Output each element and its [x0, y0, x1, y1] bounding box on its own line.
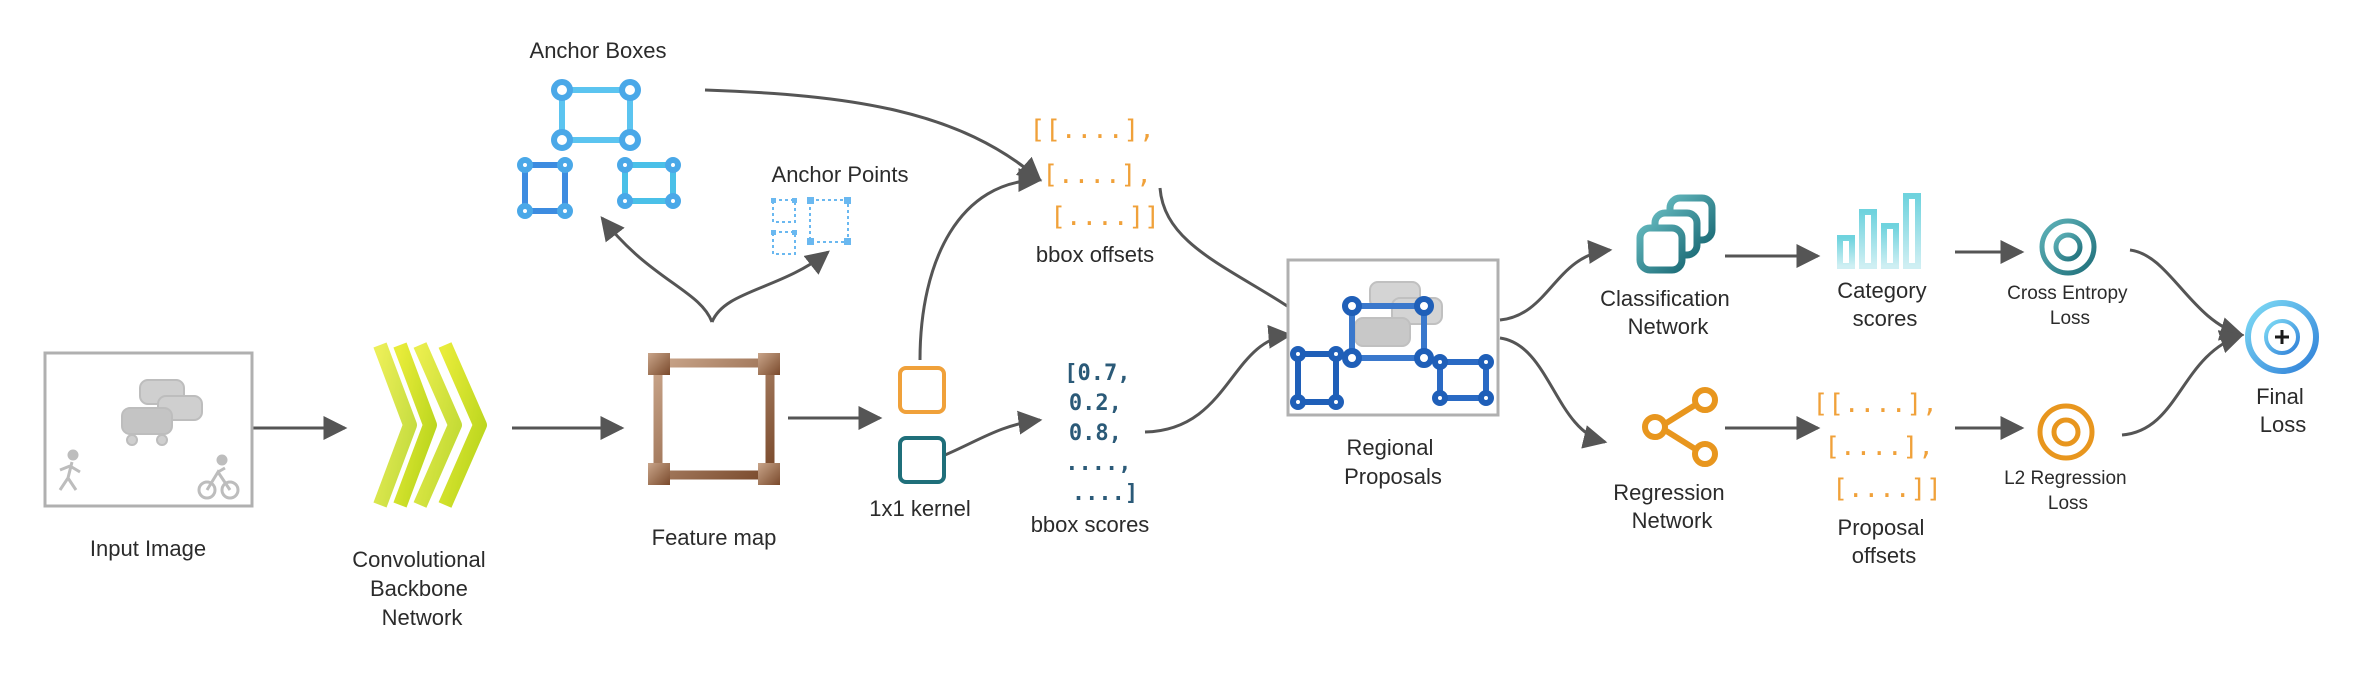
- final-loss-line1: Final: [2256, 384, 2304, 409]
- cross-entropy-loss-node: Cross Entropy Loss: [2007, 218, 2133, 329]
- stacked-squares-icon: [1636, 194, 1716, 274]
- proposal-offsets-values: [[....], [....], [....]]: [1813, 389, 1954, 504]
- anchor-points-icon: [772, 199, 849, 255]
- kernel-node: 1x1 kernel: [869, 366, 971, 521]
- bar-chart-icon: [1832, 193, 1924, 269]
- anchor-points-label: Anchor Points: [772, 162, 909, 187]
- anchor-points-node: Anchor Points: [771, 162, 909, 255]
- regression-network-label: Regression Network: [1613, 480, 1730, 533]
- category-scores-node: Category scores: [1832, 193, 1932, 331]
- bbox-offsets-label: bbox offsets: [1036, 242, 1154, 267]
- arrow-feature-to-anchor-points: [710, 250, 830, 323]
- classification-network-node: Classification Network: [1600, 194, 1736, 339]
- final-loss-node: Final Loss: [2245, 300, 2319, 437]
- arrow-anchorboxes-to-offsets: [704, 88, 1042, 182]
- backbone-label: Convolutional Backbone Network: [352, 547, 491, 630]
- regression-network-node: Regression Network: [1613, 387, 1730, 533]
- arrow-feature-to-anchor-boxes: [600, 216, 714, 323]
- share-nodes-icon: [1642, 387, 1718, 467]
- kernel-offset-square: [898, 366, 946, 414]
- backbone-node: Convolutional Backbone Network: [352, 342, 491, 630]
- arrow-proposals-to-regression: [1499, 336, 1608, 449]
- bbox-offsets-line3: [....]]: [1050, 202, 1160, 232]
- anchor-boxes-node: Anchor Boxes: [517, 38, 681, 219]
- anchor-boxes-icon: [517, 79, 681, 219]
- proposals-boxes-icon: [1290, 296, 1494, 410]
- regional-proposals-line2: Proposals: [1344, 464, 1442, 489]
- regression-label-line1: Regression: [1613, 480, 1724, 505]
- arrow-kernel-to-offsets: [918, 168, 1043, 361]
- arrows: [252, 88, 2245, 457]
- anchor-boxes-label: Anchor Boxes: [530, 38, 667, 63]
- classification-network-label: Classification Network: [1600, 286, 1736, 339]
- final-loss-line2: Loss: [2260, 412, 2306, 437]
- backbone-label-line3: Network: [382, 605, 464, 630]
- ring-icon-teal: [2039, 218, 2097, 276]
- proposal-offsets-line3: [....]]: [1832, 474, 1942, 504]
- anchor-points-dots: [771, 197, 851, 245]
- target-plus-icon: [2245, 300, 2319, 374]
- regional-proposals-node: Regional Proposals: [1286, 258, 1500, 489]
- proposal-offsets-line1: [[....],: [1813, 389, 1938, 419]
- proposal-offsets-line2: [....],: [1824, 432, 1934, 462]
- kernel-score-square: [898, 436, 946, 484]
- pedestrian-icon: [58, 449, 81, 491]
- backbone-layers-icon: [373, 342, 487, 508]
- input-image-label: Input Image: [90, 536, 206, 561]
- feature-grid-icon: [648, 353, 780, 485]
- cross-entropy-label: Cross Entropy Loss: [2007, 283, 2133, 329]
- proposal-offsets-label-line1: Proposal: [1838, 515, 1925, 540]
- bbox-scores-label: bbox scores: [1031, 512, 1150, 537]
- bbox-offsets-values: [[....], [....], [....]]: [1030, 115, 1171, 232]
- l2-regression-line2: Loss: [2048, 493, 2088, 514]
- bbox-offsets-line2: [....],: [1042, 160, 1152, 190]
- cross-entropy-line1: Cross Entropy: [2007, 283, 2128, 304]
- proposal-offsets-label-line2: offsets: [1852, 543, 1916, 568]
- bbox-scores-line4: ....,: [1065, 451, 1131, 476]
- classification-label-line1: Classification: [1600, 286, 1730, 311]
- bbox-offsets-node: [[....], [....], [....]] bbox offsets: [1030, 115, 1171, 267]
- bbox-offsets-line1: [[....],: [1030, 115, 1155, 145]
- category-scores-label: Category scores: [1837, 278, 1932, 331]
- ring-icon-orange: [2037, 403, 2095, 461]
- l2-regression-label: L2 Regression Loss: [2004, 468, 2132, 514]
- bbox-scores-values: [0.7, 0.2, 0.8, ...., ....]: [1064, 361, 1144, 506]
- proposal-offsets-label: Proposal offsets: [1838, 515, 1931, 568]
- l2-regression-line1: L2 Regression: [2004, 468, 2127, 489]
- backbone-label-line1: Convolutional: [352, 547, 485, 572]
- regression-label-line2: Network: [1632, 508, 1714, 533]
- arrow-scores-to-proposals: [1144, 324, 1293, 434]
- classification-label-line2: Network: [1628, 314, 1710, 339]
- arrow-ce-to-final: [2129, 248, 2245, 341]
- cars-icon: [121, 379, 203, 446]
- bbox-scores-line5: ....]: [1072, 481, 1138, 506]
- bbox-scores-line2: 0.2,: [1069, 391, 1122, 416]
- cyclist-icon: [197, 454, 240, 500]
- final-loss-label: Final Loss: [2256, 384, 2310, 437]
- l2-regression-loss-node: L2 Regression Loss: [2004, 403, 2132, 514]
- bbox-scores-line1: [0.7,: [1064, 361, 1130, 386]
- bbox-scores-line3: 0.8,: [1069, 421, 1122, 446]
- plus-icon: [2275, 330, 2289, 344]
- proposal-offsets-node: [[....], [....], [....]] Proposal offset…: [1813, 389, 1954, 568]
- backbone-label-line2: Backbone: [370, 576, 468, 601]
- category-scores-line1: Category: [1837, 278, 1926, 303]
- regional-proposals-line1: Regional: [1347, 435, 1434, 460]
- feature-map-node: Feature map: [648, 353, 780, 550]
- feature-map-label: Feature map: [652, 525, 777, 550]
- arrow-l2-to-final: [2121, 330, 2245, 437]
- category-scores-line2: scores: [1853, 306, 1918, 331]
- bbox-scores-node: [0.7, 0.2, 0.8, ...., ....] bbox scores: [1031, 361, 1150, 537]
- input-image-node: Input Image: [43, 351, 254, 561]
- arrow-proposals-to-classification: [1499, 240, 1613, 322]
- arrow-kernel-to-scores: [944, 410, 1043, 457]
- cross-entropy-line2: Loss: [2050, 308, 2090, 329]
- regional-proposals-label: Regional Proposals: [1344, 435, 1442, 489]
- kernel-label: 1x1 kernel: [869, 496, 971, 521]
